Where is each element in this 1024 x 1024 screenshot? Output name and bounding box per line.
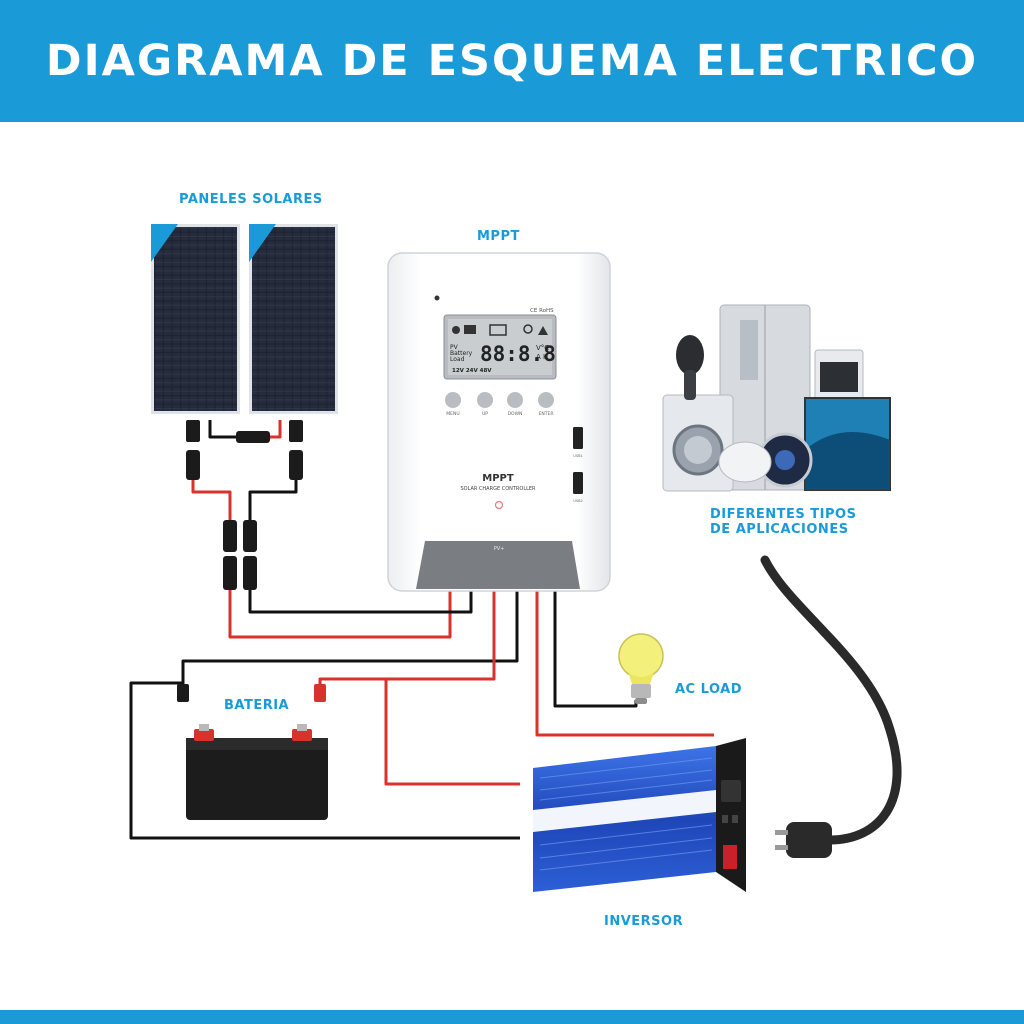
wire-panel-link-red xyxy=(268,420,282,439)
bulb-icon xyxy=(523,324,533,334)
lcd-left-2: Battery xyxy=(450,350,473,357)
lcd-units-1: V°C xyxy=(536,344,549,352)
down-button-label: DOWN xyxy=(508,411,523,417)
lcd-voltages: 12V 24V 48V xyxy=(452,368,492,374)
controller-subtitle: SOLAR CHARGE CONTROLLER xyxy=(460,486,536,492)
battery-label: BATERIA xyxy=(224,698,290,713)
usb-port-2-label: USB2 xyxy=(573,499,582,503)
wires xyxy=(129,420,902,845)
usb-port-1[interactable] xyxy=(573,427,583,449)
header-banner: DIAGRAMA DE ESQUEMA ELECTRICO xyxy=(0,0,1024,122)
lcd-left-1: PV xyxy=(450,344,459,351)
status-led xyxy=(494,500,504,510)
appliances-image xyxy=(662,304,891,492)
mppt-controller: CE RoHS PV Battery Load 88:8.8 V°C A H 1… xyxy=(387,252,611,592)
solar-panels-label: PANELES SOLARES xyxy=(179,192,323,207)
applications-label-line2: DE APLICACIONES xyxy=(710,522,849,537)
enter-button[interactable] xyxy=(538,392,554,408)
footer-bar xyxy=(0,1010,1024,1024)
wire-panel-red-out xyxy=(191,480,232,520)
menu-button-label: MENU xyxy=(446,411,459,417)
lcd-digits: 88:8.8 xyxy=(480,342,556,366)
solar-panel-left xyxy=(151,224,240,414)
battery xyxy=(186,724,328,820)
wire-panel-link-black xyxy=(208,420,236,439)
power-plug-icon xyxy=(775,822,832,858)
solar-panel-icon xyxy=(464,325,476,334)
sun-icon xyxy=(452,326,460,334)
ac-load-label: AC LOAD xyxy=(675,682,743,697)
lcd-left-3: Load xyxy=(450,356,465,363)
wire-inverter-black xyxy=(129,681,520,840)
wire-inverter-red xyxy=(384,679,520,786)
up-button-label: UP xyxy=(482,411,488,417)
warning-icon xyxy=(538,326,548,335)
light-bulb-icon xyxy=(618,633,664,704)
menu-button[interactable] xyxy=(445,392,461,408)
down-button[interactable] xyxy=(507,392,523,408)
wire-panel-black-out xyxy=(248,480,298,520)
mc4-connectors xyxy=(177,420,326,702)
usb-port-1-label: USB1 xyxy=(573,454,582,458)
wire-battery-black xyxy=(181,590,519,690)
solar-panel-right xyxy=(249,224,338,414)
wire-battery-red xyxy=(318,590,496,698)
inverter-label: INVERSOR xyxy=(604,914,684,929)
battery-icon xyxy=(489,324,507,336)
power-cord xyxy=(760,555,902,845)
controller-brand: MPPT xyxy=(482,473,514,484)
lcd-units-2: A H xyxy=(536,353,548,361)
wire-pv-black xyxy=(248,590,473,614)
usb-port-2[interactable] xyxy=(573,472,583,494)
enter-button-label: ENTER xyxy=(539,411,554,417)
mppt-label: MPPT xyxy=(477,229,520,244)
wire-load-red xyxy=(535,590,714,737)
cert-label: CE RoHS xyxy=(530,308,554,314)
page-title: DIAGRAMA DE ESQUEMA ELECTRICO xyxy=(45,36,979,86)
applications-label-line1: DIFERENTES TIPOS xyxy=(710,507,857,522)
terminal-label: PV+ xyxy=(494,546,505,552)
inverter xyxy=(533,738,746,892)
up-button[interactable] xyxy=(477,392,493,408)
